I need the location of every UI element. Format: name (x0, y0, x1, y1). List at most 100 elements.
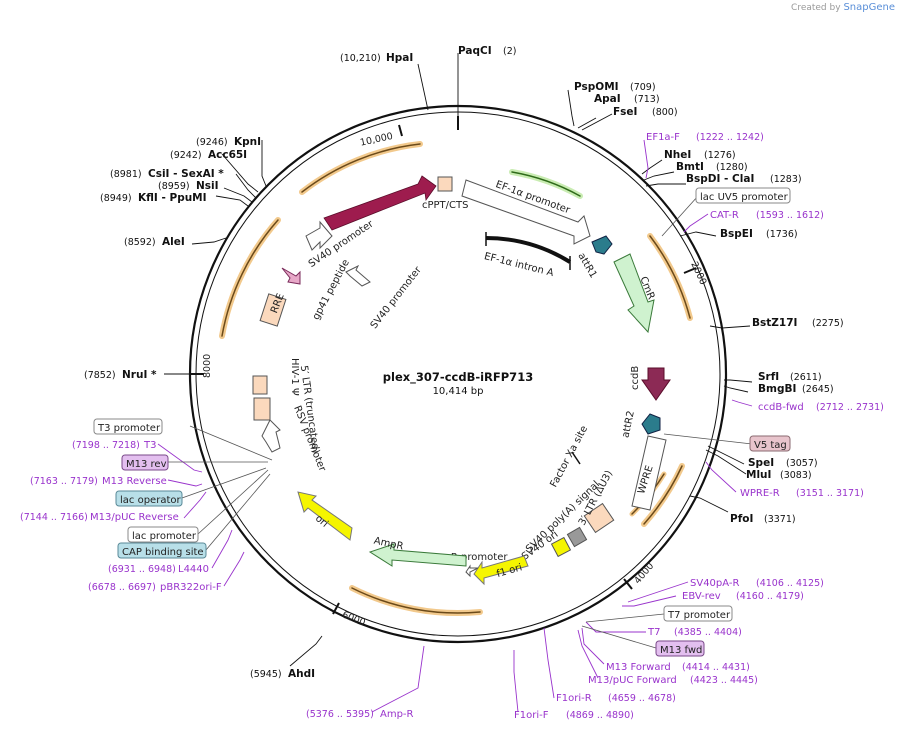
cppt-box (437, 176, 453, 192)
site-bmgbi: BmgBI (758, 383, 796, 395)
site-alei-pos: (8592) (124, 237, 156, 248)
primer-t3-pos: (7198 .. 7218) (72, 440, 140, 451)
site-apai-pos: (713) (634, 94, 660, 105)
site-bspei: BspEI (720, 228, 753, 240)
primer-f1ori-r-pos: (4659 .. 4678) (608, 693, 676, 704)
site-leaders (164, 53, 753, 667)
site-bstz17i: BstZ17I (752, 317, 797, 329)
site-bmti: BmtI (676, 161, 704, 173)
site-spei: SpeI (748, 457, 774, 469)
rsv-promoter-arrow (261, 419, 281, 453)
site-kpni: KpnI (234, 136, 261, 148)
site-apai: ApaI (594, 93, 621, 105)
tick-8000: 8000 (202, 354, 213, 378)
ef1a-intron-arc (485, 236, 572, 264)
attr1-label: attR1 (575, 251, 598, 280)
t7-promoter-label: T7 promoter (667, 610, 731, 621)
t7-promoter-box (663, 605, 733, 622)
primer-wpre-r: WPRE-R (740, 488, 780, 499)
snapgene-logo: SnapGene (843, 2, 895, 13)
site-bspei-pos: (1736) (766, 229, 798, 240)
site-srfi: SrfI (758, 371, 779, 383)
primer-ccdb-fwd-pos: (2712 .. 2731) (816, 402, 884, 413)
tick-2000: 2000 (688, 260, 708, 287)
primer-t7-pos: (4385 .. 4404) (674, 627, 742, 638)
tick-4000: 4000 (632, 561, 656, 587)
sv40-promoter-inner-arrow (345, 264, 371, 287)
ef1a-promoter-arrow (461, 179, 591, 245)
ccdb-arrow (641, 367, 671, 401)
site-nrui: NruI * (122, 369, 157, 381)
sv40-promoter-outer-arrow (305, 220, 333, 251)
site-nhei: NheI (664, 149, 691, 161)
ampr-promoter-label: AmpR promoter (428, 552, 508, 563)
primer-l4440: L4440 (178, 564, 209, 575)
sv40-polya-box (566, 526, 588, 548)
site-mlui: MluI (746, 469, 771, 481)
primer-wpre-r-pos: (3151 .. 3171) (796, 488, 864, 499)
ef1a-intron-label: EF-1α intron A (483, 251, 555, 279)
attr1-arrow (591, 235, 613, 255)
primer-sv40pa-r: SV40pA-R (690, 578, 739, 589)
primer-t3: T3 (143, 440, 156, 451)
primer-cat-r-pos: (1593 .. 1612) (756, 210, 824, 221)
site-pspomi-pos: (709) (630, 82, 656, 93)
scale-ticks (189, 116, 697, 615)
t3-promoter-label: T3 promoter (97, 423, 161, 434)
site-labels: PaqCI (2) (10,210) HpaI PspOMI (709) Apa… (84, 45, 844, 680)
primer-l4440-pos: (6931 .. 6948) (108, 564, 176, 575)
hiv-psi-box (252, 375, 268, 395)
cap-binding-box (117, 542, 207, 559)
lac-operator-box (115, 490, 183, 507)
primer-cat-r: CAT-R (710, 210, 739, 221)
boxed-labels: lac UV5 promoter V5 tag T7 promoter M13 … (93, 187, 791, 657)
site-kfli-pos: (8949) (100, 193, 132, 204)
ampr-promoter-arrow (465, 564, 479, 578)
primer-amp-r: Amp-R (380, 709, 414, 720)
lac-operator-label: lac operator (120, 495, 181, 506)
lac-promoter-box (127, 526, 199, 543)
lac-uv5-label: lac UV5 promoter (700, 192, 789, 203)
factor-xa-mark (571, 451, 581, 465)
site-srfi-pos: (2611) (790, 372, 822, 383)
site-bmgbi-pos: (2645) (802, 384, 834, 395)
primer-m13puc-forward-pos: (4423 .. 4445) (690, 675, 758, 686)
hiv-psi-label: HIV-1 Ψ (289, 358, 300, 396)
ccdb-label: ccdB (630, 366, 641, 390)
primer-m13-forward-pos: (4414 .. 4431) (682, 662, 750, 673)
primer-amp-r-pos: (5376 .. 5395) (306, 709, 374, 720)
irfp713-arrow (323, 175, 437, 231)
plasmid-name: plex_307-ccdB-iRFP713 (383, 370, 533, 385)
site-acc65i-pos: (9242) (170, 150, 202, 161)
primer-m13-reverse: M13 Reverse (102, 476, 167, 487)
site-pfoi: PfoI (730, 513, 753, 525)
ltr3-box (583, 502, 615, 534)
sv40-promoter-inner-label: SV40 promoter (369, 264, 425, 331)
lac-uv5-box (695, 187, 791, 204)
site-paqci: PaqCI (458, 45, 492, 57)
site-paqci-pos: (2) (503, 46, 516, 57)
site-ahdi: AhdI (288, 668, 315, 680)
m13-fwd-box (655, 640, 705, 657)
site-nsii-pos: (8959) (158, 181, 190, 192)
box-leaders (168, 195, 753, 649)
primer-pbr322ori-f: pBR322ori-F (160, 582, 222, 593)
tick-10000: 10,000 (359, 131, 394, 149)
snapgene-watermark: Created by SnapGene (791, 2, 895, 13)
cmr-arrow (613, 253, 655, 334)
primer-ef1a-f: EF1a-F (646, 132, 680, 143)
site-nhei-pos: (1276) (704, 150, 736, 161)
primer-m13-forward: M13 Forward (606, 662, 671, 673)
primer-t7: T7 (647, 627, 660, 638)
v5-tag-box (749, 435, 791, 452)
site-bspdi-clai-pos: (1283) (770, 174, 802, 185)
site-bspdi-clai: BspDI - ClaI (686, 173, 754, 185)
m13-rev-box (121, 454, 169, 471)
site-ahdi-pos: (5945) (250, 669, 282, 680)
t3-promoter-box (93, 418, 163, 435)
orange-arcs (219, 141, 693, 617)
attr2-label: attR2 (620, 410, 636, 439)
primer-ebv-rev: EBV-rev (682, 591, 721, 602)
primer-sv40pa-r-pos: (4106 .. 4125) (756, 578, 824, 589)
site-csii-sexai: CsiI - SexAI * (148, 168, 224, 180)
